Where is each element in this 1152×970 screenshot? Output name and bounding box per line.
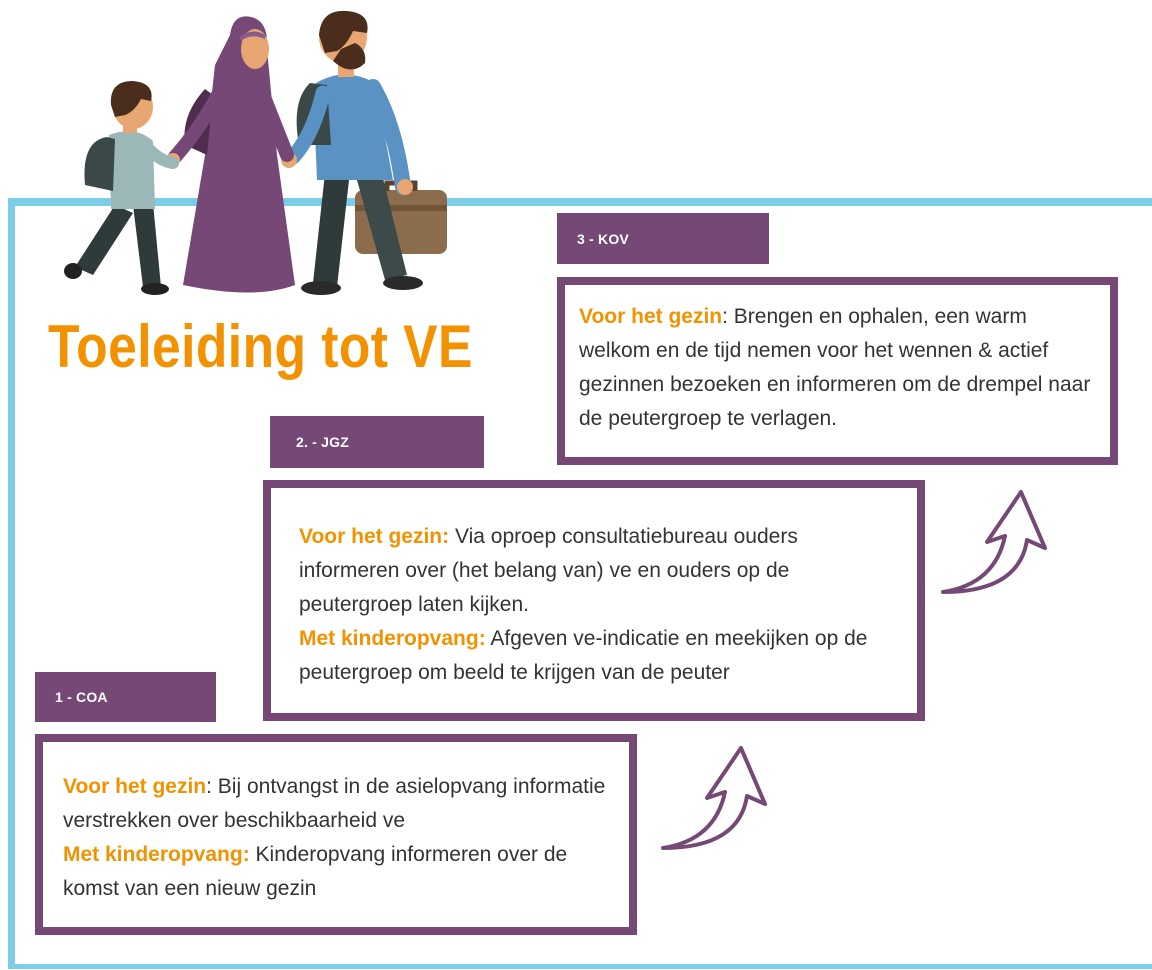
line-label: Voor het gezin:	[299, 525, 450, 548]
line-text: Brengen en ophalen, een warm welkom en d…	[579, 305, 1091, 430]
line-text: Bij ontvangst in de asielopvang informat…	[63, 775, 606, 832]
step-line: Voor het gezin: Bij ontvangst in de asie…	[63, 770, 609, 838]
step-line: Met kinderopvang: Kinderopvang informere…	[63, 838, 609, 906]
step-box-jgz: Voor het gezin: Via oproep consultatiebu…	[263, 480, 925, 721]
line-text: Afgeven ve-indicatie en meekijken op de …	[299, 627, 868, 684]
step-tag-coa: 1 - COA	[35, 672, 216, 722]
line-label: Voor het gezin	[579, 305, 723, 328]
family-illustration	[64, 10, 447, 295]
line-separator: :	[722, 305, 734, 328]
frame-border-top	[8, 198, 1152, 206]
step-line: Met kinderopvang: Afgeven ve-indicatie e…	[299, 622, 897, 690]
frame-border-left	[8, 198, 15, 968]
page-title: Toeleiding tot VE	[48, 313, 473, 380]
line-label: Met kinderopvang:	[299, 627, 486, 650]
line-label: Voor het gezin	[63, 775, 207, 798]
frame-border-bottom	[8, 964, 1152, 969]
curved-arrow-up-icon	[941, 490, 1047, 594]
step-box-kov: Voor het gezin: Brengen en ophalen, een …	[557, 277, 1118, 465]
line-text: Via oproep consultatiebureau ouders info…	[299, 525, 798, 616]
line-separator: :	[206, 775, 218, 798]
step-line: Voor het gezin: Via oproep consultatiebu…	[299, 520, 897, 622]
line-text: Kinderopvang informeren over de komst va…	[63, 843, 568, 900]
step-tag-kov: 3 - KOV	[557, 213, 769, 264]
curved-arrow-up-icon	[661, 746, 767, 850]
step-box-coa: Voor het gezin: Bij ontvangst in de asie…	[35, 734, 637, 935]
step-tag-jgz: 2. - JGZ	[270, 416, 484, 468]
line-label: Met kinderopvang:	[63, 843, 250, 866]
step-line: Voor het gezin: Brengen en ophalen, een …	[579, 300, 1092, 436]
